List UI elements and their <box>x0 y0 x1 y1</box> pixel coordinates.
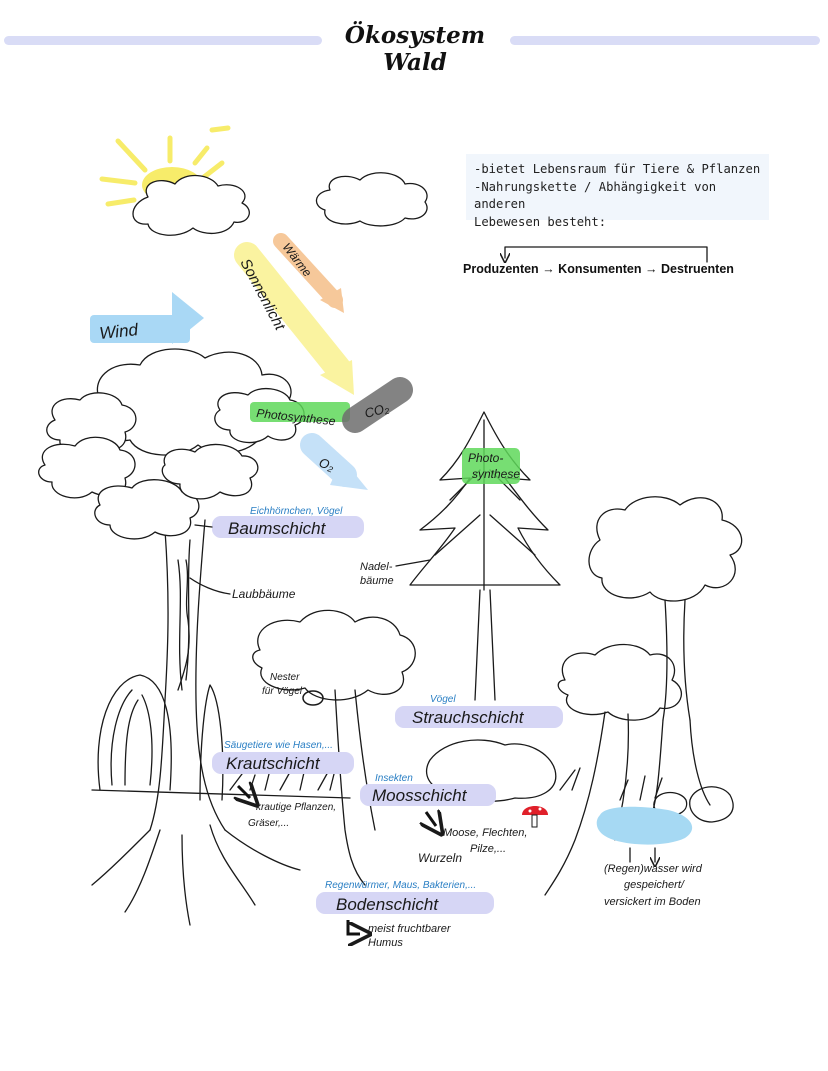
food-chain: Produzenten → Konsumenten → Destruenten <box>463 262 734 276</box>
wurzeln-label: Wurzeln <box>418 851 462 865</box>
wind-label: Wind <box>98 320 139 343</box>
title-rule-left <box>4 36 322 45</box>
sunlight-arrow <box>234 242 354 395</box>
chain-producers: Produzenten <box>463 262 539 276</box>
info-line-3: Lebewesen besteht: <box>474 214 607 229</box>
bodenschicht-highlight <box>316 892 494 914</box>
bodenschicht-label: Bodenschicht <box>336 895 439 914</box>
nadelbaeume-label-2: bäume <box>360 575 394 587</box>
nadelbaeume-label-1: Nadel- <box>360 561 393 573</box>
laubbaeume-label: Laubbäume <box>232 587 296 601</box>
deciduous-tree-right <box>588 496 743 821</box>
cloud-right-icon <box>315 172 428 227</box>
nest-label-2: für Vögel <box>262 686 303 697</box>
moosschicht-label: Moosschicht <box>372 786 468 805</box>
water-label-1: (Regen)wasser wird <box>604 863 703 875</box>
info-line-1: -bietet Lebensraum für Tiere & Pflanzen <box>474 162 761 176</box>
krautschicht-label: Krautschicht <box>226 754 321 773</box>
humus-label-2: Humus <box>368 937 403 949</box>
water-pond <box>596 806 693 862</box>
moos-plants-1: Moose, Flechten, <box>443 827 527 839</box>
o2-label: O₂ <box>317 455 336 474</box>
kraut-pointer-icon <box>238 786 250 798</box>
pine-tree <box>409 411 561 701</box>
warmth-arrow <box>273 233 344 313</box>
warmth-label: Wärme <box>280 240 315 279</box>
chain-arrow-2: → <box>645 262 658 276</box>
water-label-3: versickert im Boden <box>604 896 701 908</box>
co2-label: CO₂ <box>363 400 391 421</box>
baumschicht-highlight <box>212 516 364 538</box>
page-title: Ökosystem Wald <box>344 22 486 76</box>
moos-plants-2: Pilze,... <box>470 843 506 855</box>
nadelbaeume-pointer <box>395 559 431 567</box>
food-chain-cycle-arrow <box>505 246 708 262</box>
kraut-animals: Säugetiere wie Hasen,... <box>224 740 333 751</box>
boden-animals: Regenwürmer, Maus, Bakterien,... <box>325 880 476 891</box>
photosynthesis-label-pine-2: synthese <box>472 467 520 481</box>
humus-pointer-icon <box>346 920 360 934</box>
nest-label-1: Nester <box>270 672 300 683</box>
mushroom-icon <box>522 806 548 828</box>
baumschicht-animals: Eichhörnchen, Vögel <box>250 506 343 517</box>
chain-consumers: Konsumenten <box>558 262 642 276</box>
photosynthesis-label-pine-1: Photo- <box>468 451 503 465</box>
kraut-plants-2: Gräser,... <box>248 818 289 829</box>
moosschicht-highlight <box>360 784 496 806</box>
strauch-animals: Vögel <box>430 694 456 705</box>
title-bar: Ökosystem Wald <box>0 22 828 76</box>
photosynthesis-highlight-pine <box>462 448 520 484</box>
photosynthesis-highlight-tree <box>250 402 350 422</box>
o2-arrow <box>300 433 368 490</box>
kraut-plants-1: krautige Pflanzen, <box>256 802 336 813</box>
deciduous-tree-left <box>38 348 305 926</box>
info-box: -bietet Lebensraum für Tiere & Pflanzen … <box>466 154 769 229</box>
title-rule-right <box>510 36 820 45</box>
rock-right <box>689 786 734 823</box>
chain-arrow-1: → <box>542 262 555 276</box>
humus-label-1: meist fruchtbarer <box>368 923 452 935</box>
info-line-2: -Nahrungskette / Abhängigkeit von andere… <box>474 179 717 212</box>
water-label-2: gespeichert/ <box>624 879 685 891</box>
krautschicht-highlight <box>212 752 354 774</box>
chain-decomposers: Destruenten <box>660 262 734 276</box>
nest-icon <box>302 690 324 706</box>
co2-arrow <box>342 377 413 433</box>
laubbaeume-pointer <box>189 577 231 595</box>
cloud-left-icon <box>132 174 250 236</box>
baumschicht-pointer <box>194 524 213 528</box>
strauchschicht-label: Strauchschicht <box>412 708 525 727</box>
baumschicht-label: Baumschicht <box>228 519 327 538</box>
strauchschicht-highlight <box>395 706 563 728</box>
wind-arrow <box>90 292 204 344</box>
moos-animals: Insekten <box>375 773 413 784</box>
moos-pointer-icon <box>426 812 436 826</box>
